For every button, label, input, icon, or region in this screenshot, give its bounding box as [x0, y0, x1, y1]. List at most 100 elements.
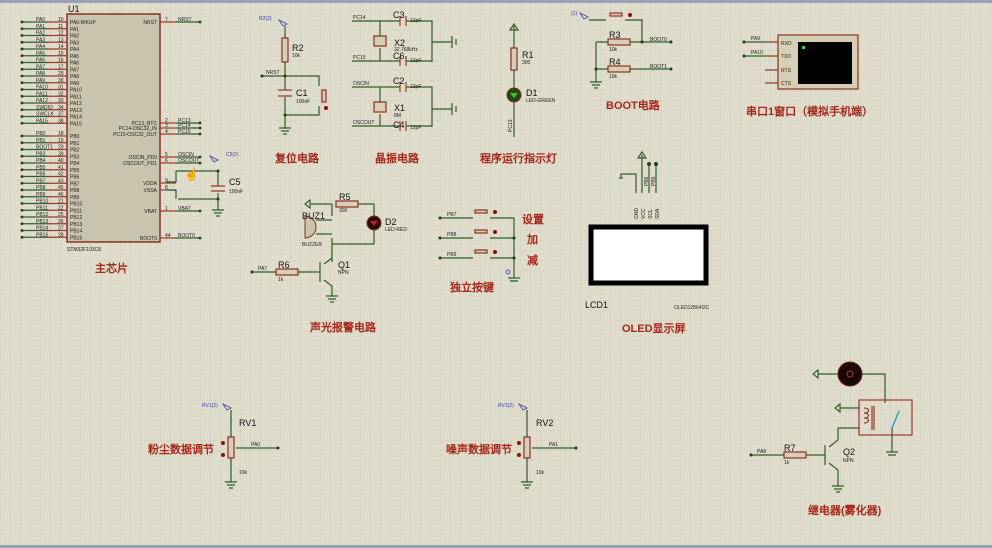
pin-net-label: PA10: [36, 85, 48, 91]
crystal-circuit[interactable]: PC14 PC15 C3 12pF X2 32.768kHz C6 12pF O…: [352, 10, 457, 131]
pin-terminal: [20, 188, 24, 192]
resistor-r6[interactable]: [275, 268, 299, 276]
resistor-r3[interactable]: [607, 38, 631, 46]
net-pa8: PA8: [757, 449, 766, 455]
pin-name: PB8: [70, 188, 80, 194]
resistor-r5[interactable]: [335, 200, 359, 208]
pin-terminal: [20, 141, 24, 145]
pin-number: 29: [58, 71, 64, 77]
oled-display[interactable]: PB6 PB5 GND VCC SCL SDA LCD1 OLED12864I2…: [585, 150, 710, 311]
pin-number: 5: [165, 152, 168, 158]
key-set-button[interactable]: [474, 209, 497, 214]
pin-terminal: [20, 148, 24, 151]
key-plus-button[interactable]: [474, 229, 497, 234]
key-minus-button[interactable]: [474, 249, 497, 254]
net-pb9: PB9: [447, 252, 457, 258]
resistor-r1[interactable]: [510, 47, 518, 71]
r1-value: 300: [522, 60, 531, 66]
pin-net-label: SWCLK: [36, 112, 54, 118]
crystal-x2[interactable]: [373, 35, 387, 47]
pin-number: 37: [58, 112, 64, 118]
pin-net-label: PA2: [36, 31, 45, 37]
pin-rxd: RXD: [781, 41, 792, 47]
pin-name: VBAT: [144, 209, 157, 215]
run-led-circuit[interactable]: R1 300 D1 LED-GREEN PC13: [506, 22, 556, 137]
r7-value: 1k: [784, 460, 790, 466]
relay-body[interactable]: [858, 399, 913, 436]
c4-value: 12pF: [410, 125, 421, 131]
keys-circuit[interactable]: PB7 PB8 PB9 设置 加 减: [438, 209, 545, 282]
label-plus: 加: [526, 232, 538, 246]
pin-terminal: [20, 168, 24, 172]
rv2-ref: RV2: [536, 418, 553, 428]
resistor-r4[interactable]: [607, 65, 631, 73]
pin-name: PB0: [70, 134, 80, 140]
net-pc14: PC14: [353, 15, 366, 21]
pin-terminal: [20, 20, 24, 24]
buzzer-buz1[interactable]: [304, 215, 317, 239]
r2-value: 10k: [292, 53, 301, 59]
pin-number: 34: [58, 105, 64, 111]
rv2-probe: RV2(2): [498, 403, 514, 409]
net-oscin: OSCIN: [353, 81, 369, 87]
virtual-terminal[interactable]: PA9 PA10 RXD TXD RTS CTS: [742, 34, 859, 90]
mcu-part: STM32F103C8: [67, 247, 101, 253]
r5-ref: R5: [339, 192, 351, 202]
pin-terminal: [198, 209, 202, 213]
pin-name: PA2: [70, 34, 79, 40]
pin-terminal: [20, 34, 24, 37]
reset-button[interactable]: [321, 89, 327, 103]
pin-number: 11: [58, 24, 63, 30]
net-pa1: PA1: [549, 442, 558, 448]
pin-number: 41: [58, 165, 64, 171]
reset-circuit[interactable]: R2(2) R2 10k NRST C1 100nF: [259, 16, 328, 135]
potentiometer-rv2[interactable]: RV2(2) RV2 PA1 10k: [498, 402, 578, 489]
pin-number: 12: [58, 31, 64, 37]
relay-circuit[interactable]: PA8 R7 1k Q2 NPN: [749, 361, 913, 493]
pin-number: 6: [165, 158, 168, 164]
pin-net-label: PA7: [36, 64, 45, 70]
pin-name: PB10: [70, 202, 82, 208]
potentiometer-rv1[interactable]: RV1(2) RV1 PA0 10k: [202, 402, 280, 489]
pin-number: 22: [58, 205, 64, 211]
pin-number: 39: [58, 151, 64, 157]
pin-net-label: PB15: [36, 232, 48, 238]
pin-name: OSCIN_PD0: [129, 155, 158, 161]
pin-net-label: PB6: [36, 172, 46, 178]
pin-name: PA5: [70, 54, 79, 60]
oled-screen: [588, 224, 709, 286]
r2-probe: R2(2): [259, 16, 272, 22]
net-pb6: PB6: [644, 176, 650, 186]
pin-name: BOOT0: [140, 236, 157, 242]
pin-terminal: [20, 181, 24, 185]
rv1-probe: RV1(2): [202, 403, 218, 409]
alarm-circuit[interactable]: BUZ1 BUZZER R5 300 D2 LED-RED Q1 NPN R6 …: [250, 192, 408, 303]
crystal-x1[interactable]: [373, 101, 387, 113]
pin-terminal: [20, 195, 24, 199]
pin-net-label: PB14: [36, 226, 48, 232]
resistor-r2[interactable]: [281, 37, 289, 63]
pin-net-label: PA5: [36, 51, 45, 57]
title-rv1: 粉尘数据调节: [148, 442, 214, 456]
terminal-cursor: [802, 46, 805, 49]
c5-ref: C5: [229, 177, 241, 187]
boot-button[interactable]: [609, 12, 623, 17]
resistor-r7[interactable]: [783, 451, 807, 459]
pin-terminal: [20, 121, 24, 125]
pin-net-label: NRST: [178, 17, 192, 23]
r6-ref: R6: [278, 260, 290, 270]
pin-sda: SDA: [655, 208, 661, 219]
pin-number: 18: [58, 131, 64, 137]
pin-name: PA1: [70, 27, 79, 33]
pin-terminal: [20, 81, 24, 85]
mcu-body[interactable]: [66, 13, 161, 243]
boot-circuit[interactable]: (1) R3 10k R4 10k BOOT0 BOOT1: [571, 11, 673, 89]
pin-net-label: PB11: [36, 205, 48, 211]
pin-net-label: PC15: [178, 129, 191, 135]
capacitor-c5[interactable]: C5(2) C5 100nF: [166, 152, 243, 217]
pin-terminal: [198, 161, 202, 165]
pin-terminal: [20, 94, 24, 98]
